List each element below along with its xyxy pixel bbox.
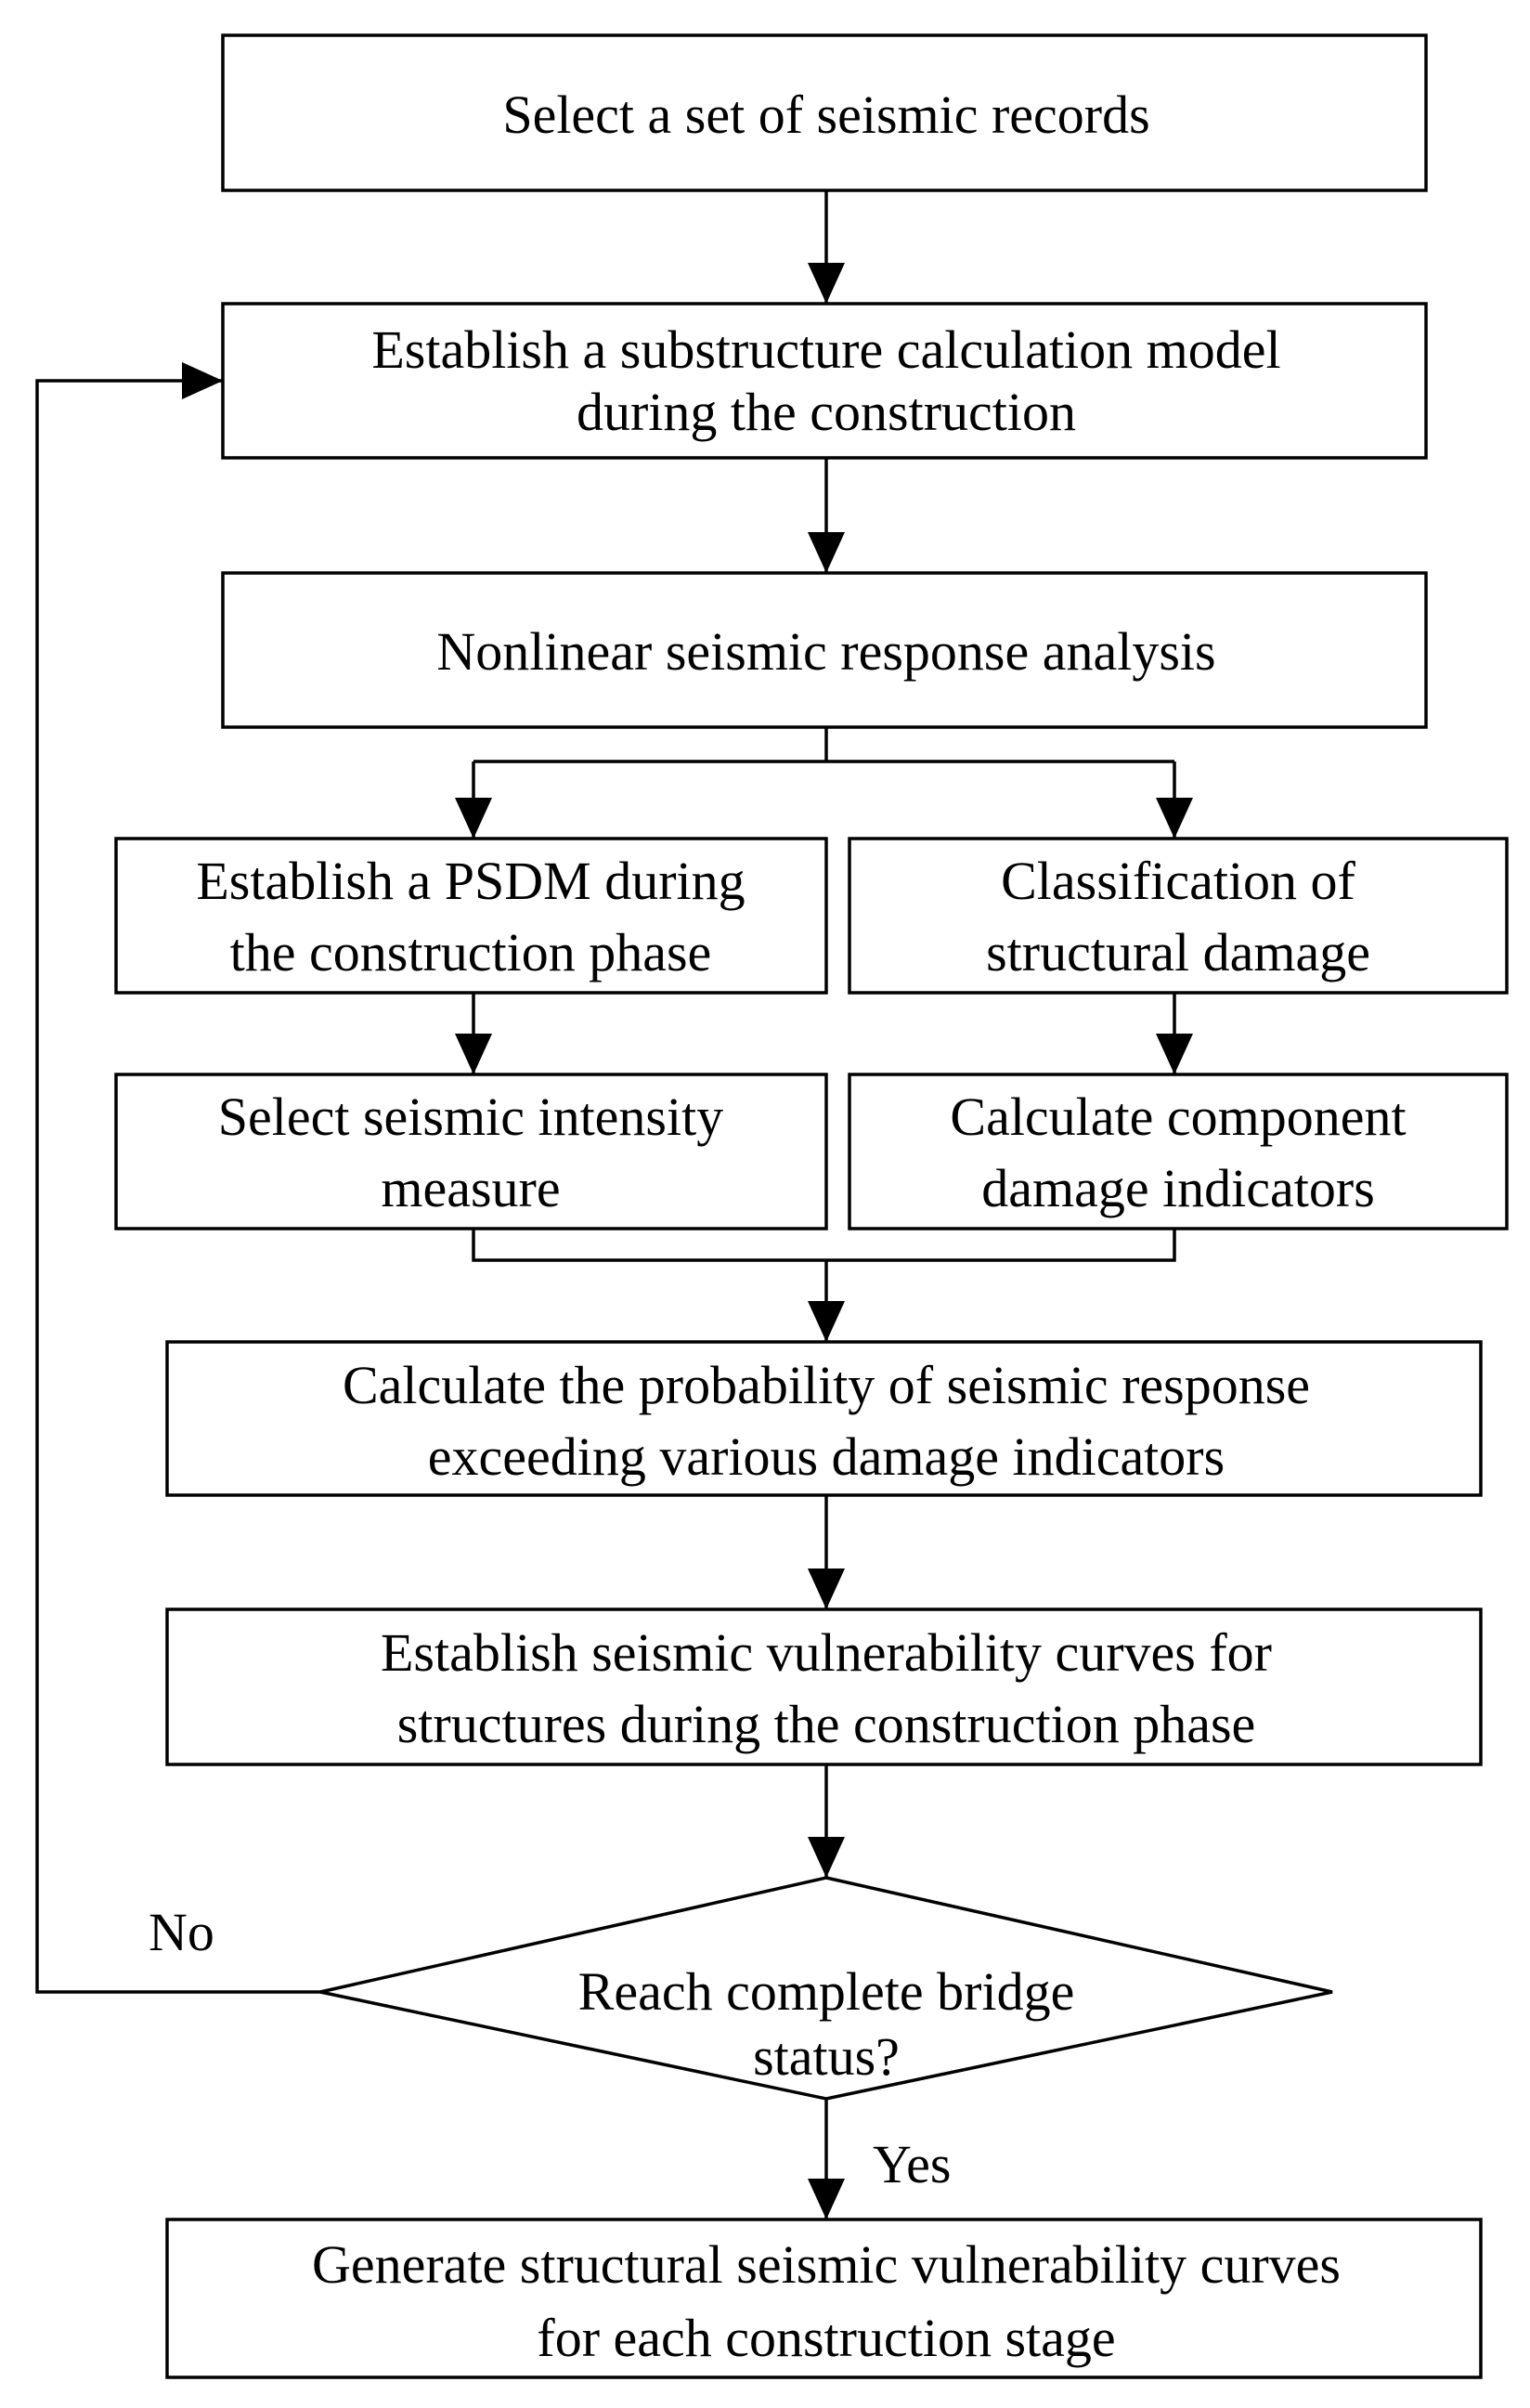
label-calc-probability-line2: exceeding various damage indicators — [428, 1426, 1225, 1487]
label-calc-indicators-line2: damage indicators — [981, 1158, 1375, 1218]
label-generate-curves-line2: for each construction stage — [537, 2308, 1115, 2368]
decision-diamond — [319, 1876, 1333, 2101]
label-select-records: Select a set of seismic records — [502, 85, 1149, 145]
label-establish-psdm-line2: the construction phase — [230, 922, 712, 983]
split-connector — [473, 727, 1174, 763]
label-nonlinear-analysis: Nonlinear seismic response analysis — [436, 621, 1215, 682]
label-establish-psdm-line1: Establish a PSDM during — [196, 851, 745, 911]
box-establish-model — [221, 302, 1428, 460]
box-calc-probability — [165, 1340, 1483, 1497]
label-establish-model-line2: during the construction — [577, 382, 1076, 442]
merge-connector — [472, 1229, 1176, 1262]
label-classification-line1: Classification of — [1001, 851, 1355, 911]
label-select-intensity-line1: Select seismic intensity — [218, 1087, 723, 1147]
loop-back-connector — [35, 362, 320, 1994]
box-classification — [848, 837, 1509, 995]
box-select-intensity — [114, 1073, 828, 1230]
label-establish-model-line1: Establish a substructure calculation mod… — [371, 319, 1280, 380]
box-nonlinear-analysis — [221, 571, 1428, 729]
box-calc-indicators — [848, 1073, 1509, 1230]
edge-label-yes: Yes — [873, 2134, 951, 2194]
label-generate-curves-line1: Generate structural seismic vulnerabilit… — [312, 2234, 1341, 2295]
label-select-intensity-line2: measure — [381, 1158, 560, 1218]
label-decision-line2: status? — [753, 2026, 900, 2087]
label-establish-curves-line1: Establish seismic vulnerability curves f… — [381, 1622, 1272, 1683]
label-decision-line1: Reach complete bridge — [578, 1961, 1075, 2022]
box-establish-curves — [165, 1608, 1483, 1766]
label-establish-curves-line2: structures during the construction phase — [397, 1694, 1256, 1754]
box-generate-curves — [165, 2218, 1483, 2379]
label-calc-indicators-line1: Calculate component — [950, 1087, 1406, 1147]
label-calc-probability-line1: Calculate the probability of seismic res… — [343, 1355, 1310, 1415]
box-establish-psdm — [114, 837, 828, 995]
connectors — [35, 190, 1193, 2219]
label-classification-line2: structural damage — [986, 922, 1370, 983]
edge-label-no: No — [149, 1902, 214, 1962]
box-select-records — [221, 33, 1428, 192]
